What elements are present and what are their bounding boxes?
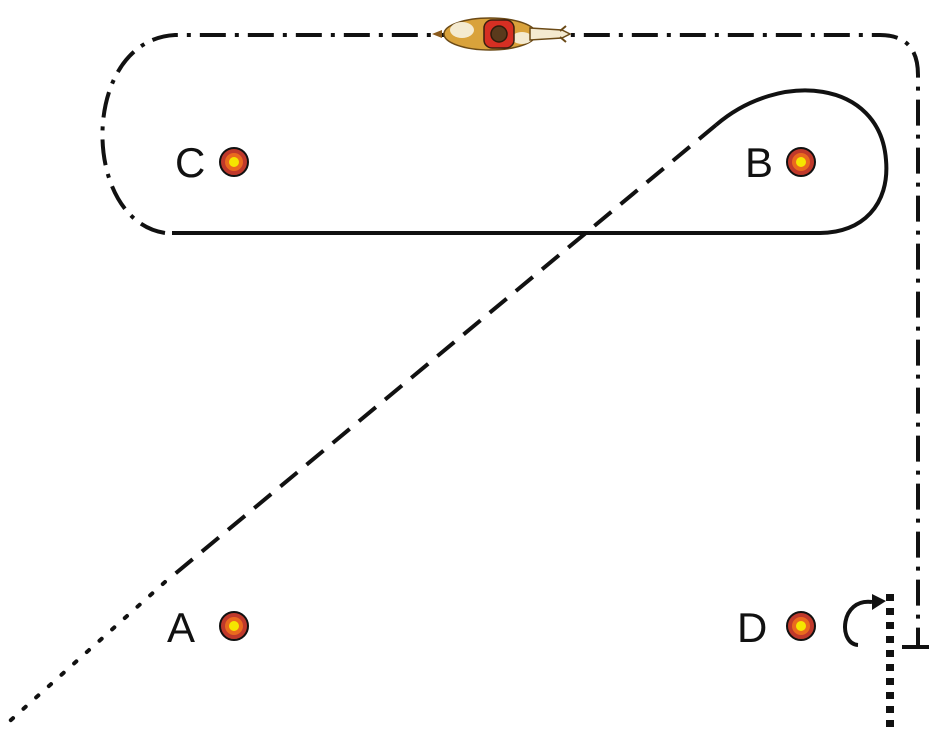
solid-loop-track	[172, 88, 889, 235]
marker-label-b: B	[745, 139, 773, 186]
marker-label-c: C	[175, 139, 205, 186]
marker-a: A	[167, 604, 249, 651]
marker-label-a: A	[167, 604, 195, 651]
marker-c: C	[175, 139, 249, 186]
marker-b: B	[745, 139, 816, 186]
target-marker-icon	[786, 611, 816, 641]
target-marker-icon	[786, 147, 816, 177]
marker-d: D	[737, 604, 816, 651]
dotted-diagonal-track	[0, 580, 167, 730]
marker-label-d: D	[737, 604, 767, 651]
dashed-diagonal-track	[168, 123, 718, 580]
dash-dot-track	[100, 33, 920, 645]
horse-and-rider-icon	[432, 17, 572, 51]
target-marker-icon	[219, 611, 249, 641]
course-paths	[0, 33, 929, 733]
target-marker-icon	[219, 147, 249, 177]
turn-arrow-icon	[843, 594, 886, 647]
